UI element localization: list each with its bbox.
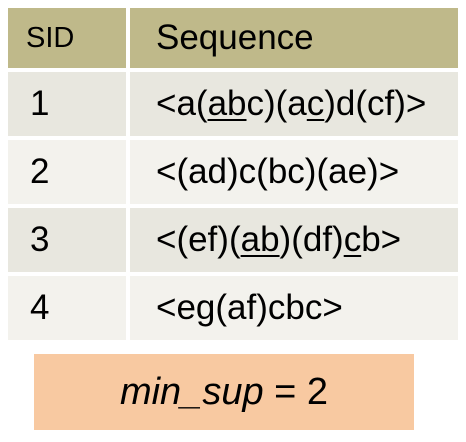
- min-sup-box: min_sup = 2: [34, 354, 414, 430]
- underlined-item: c: [306, 84, 325, 123]
- table-row: 3 <(ef)(ab)(df)cb>: [8, 208, 458, 276]
- sequence-cell: <eg(af)cbc>: [130, 276, 458, 344]
- header-sid: SID: [8, 8, 130, 72]
- sequence-text: b>: [361, 220, 402, 259]
- sid-cell: 2: [8, 140, 130, 208]
- sequence-text: <(ef)(: [156, 220, 241, 259]
- min-sup-label: min_sup: [119, 370, 264, 413]
- header-row: SID Sequence: [8, 8, 458, 72]
- sequence-cell: <(ad)c(bc)(ae)>: [130, 140, 458, 208]
- min-sup-value: 2: [306, 370, 329, 413]
- sequence-text: c)(a: [246, 84, 307, 123]
- table-row: 1 <a(abc)(ac)d(cf)>: [8, 72, 458, 140]
- sequence-text: <a(: [156, 84, 208, 123]
- table-body: 1 <a(abc)(ac)d(cf)> 2 <(ad)c(bc)(ae)> 3 …: [8, 72, 458, 344]
- underlined-item: ab: [240, 220, 280, 259]
- sid-cell: 4: [8, 276, 130, 344]
- sid-cell: 1: [8, 72, 130, 140]
- sequence-cell: <a(abc)(ac)d(cf)>: [130, 72, 458, 140]
- table-header: SID Sequence: [8, 8, 458, 72]
- underlined-item: ab: [207, 84, 247, 123]
- sequence-cell: <(ef)(ab)(df)cb>: [130, 208, 458, 276]
- header-sequence: Sequence: [130, 8, 458, 72]
- table-row: 2 <(ad)c(bc)(ae)>: [8, 140, 458, 208]
- sequence-text: <(ad)c(bc)(ae)>: [156, 152, 400, 191]
- sid-cell: 3: [8, 208, 130, 276]
- sequence-text: <eg(af)cbc>: [156, 288, 343, 327]
- sequence-database-table: SID Sequence 1 <a(abc)(ac)d(cf)> 2 <(ad)…: [8, 8, 458, 344]
- sequence-text: )d(cf)>: [324, 84, 427, 123]
- sequence-text: )(df): [279, 220, 344, 259]
- underlined-item: c: [343, 220, 362, 259]
- min-sup-operator: =: [263, 370, 307, 413]
- table-row: 4 <eg(af)cbc>: [8, 276, 458, 344]
